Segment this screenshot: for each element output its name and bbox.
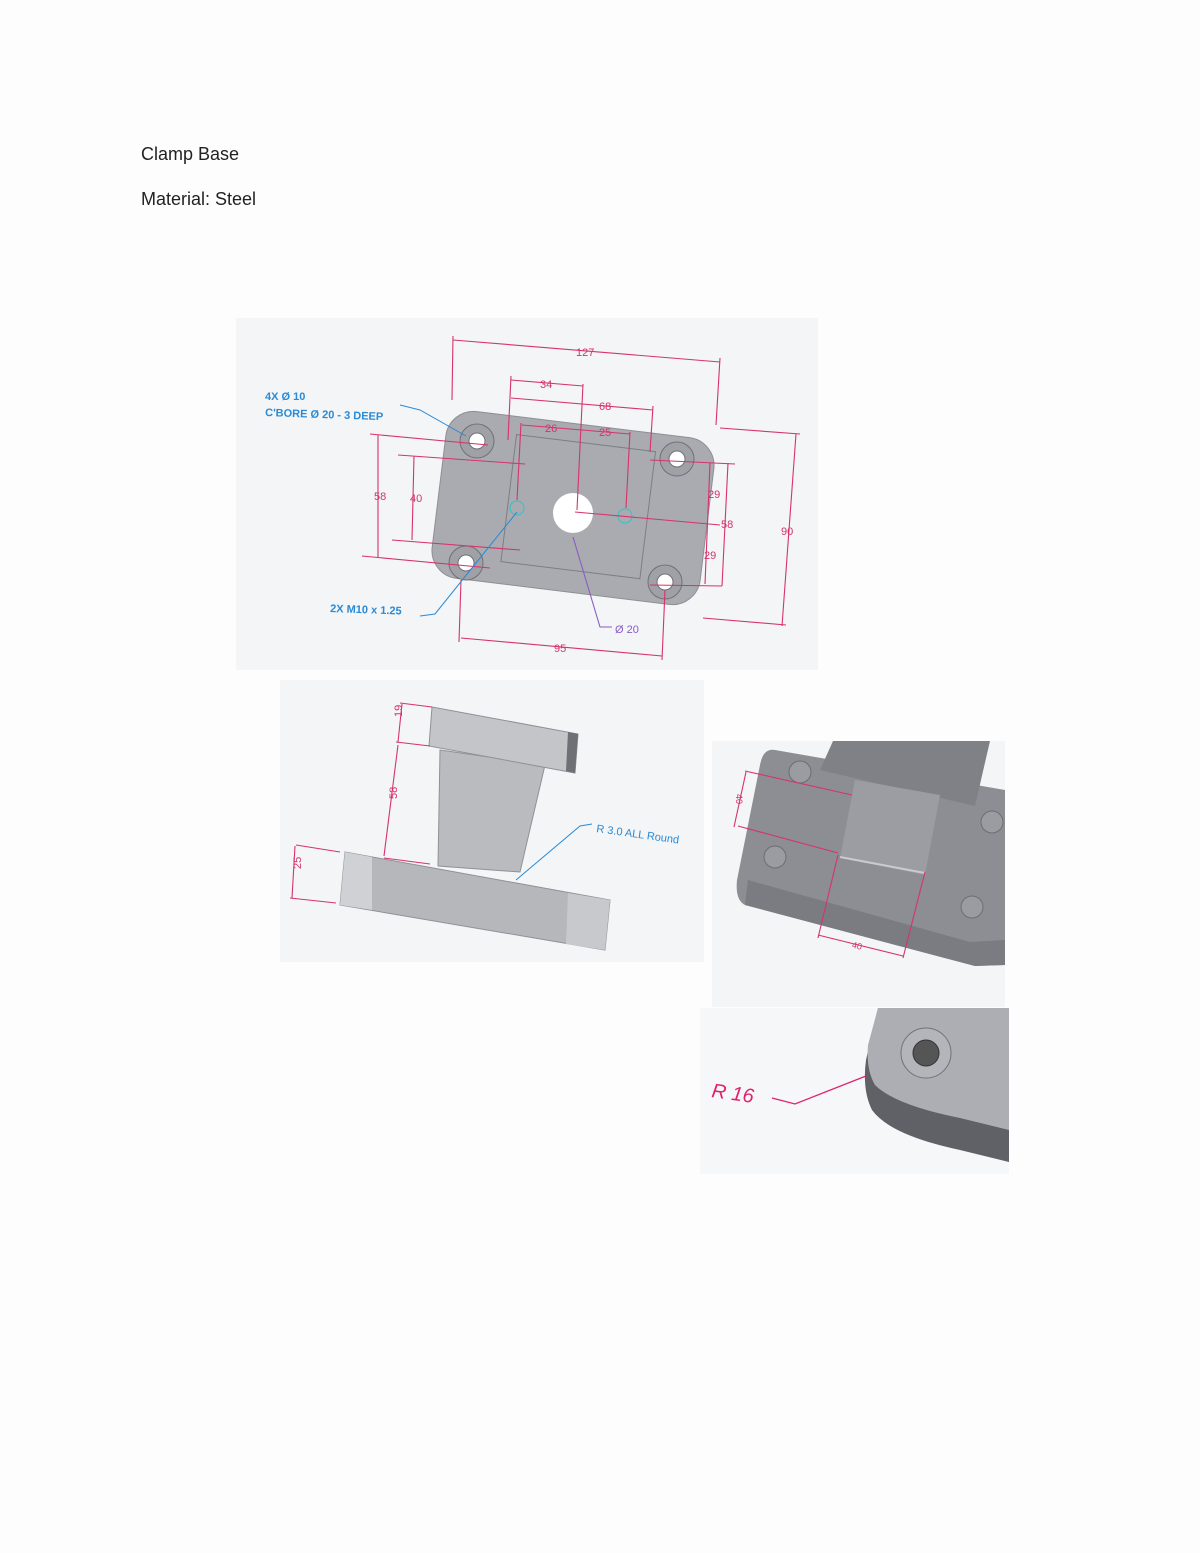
dim-25: 25: [599, 427, 611, 439]
dim-29-top: 29: [708, 489, 720, 501]
dim-29-bottom: 29: [704, 550, 716, 562]
dim-26: 26: [545, 423, 557, 435]
dim-34: 34: [540, 379, 552, 391]
cbore-note-line2: C'BORE Ø 20 - 3 DEEP: [265, 407, 384, 423]
corner-detail-part: [864, 1008, 1009, 1162]
dimension-lines: [361, 335, 801, 661]
dim-40-vertical: 40: [734, 794, 744, 804]
side-view-part: [339, 706, 611, 951]
threaded-hole: [509, 500, 525, 516]
dim-25-side: 25: [292, 857, 304, 869]
dim-68: 68: [599, 401, 611, 413]
round-leader: [515, 823, 593, 881]
thread-note: 2X M10 x 1.25: [330, 603, 402, 617]
dim-90: 90: [781, 526, 793, 538]
side-dimension-lines: [289, 702, 433, 904]
document-title: Clamp Base: [141, 144, 240, 164]
center-hole: [553, 493, 593, 533]
dim-center-hole: Ø 20: [615, 624, 639, 636]
dim-19: 19: [393, 705, 405, 717]
iso-view-part: [736, 741, 1005, 966]
cbore-note-line1: 4X Ø 10: [265, 391, 305, 403]
dim-40-left: 40: [410, 493, 422, 505]
leader-lines: [399, 404, 518, 617]
dim-127: 127: [576, 347, 594, 359]
dim-58-side: 58: [388, 787, 400, 799]
dim-58-right: 58: [721, 519, 733, 531]
counterbore-holes: [448, 423, 695, 600]
dim-95: 95: [554, 643, 566, 655]
radius-leader: [771, 1075, 867, 1105]
dim-58-left: 58: [374, 491, 386, 503]
iso-dimension-lines: [733, 770, 926, 959]
dim-40-horizontal: 40: [851, 940, 863, 952]
material-label: Material: Steel: [141, 189, 257, 209]
